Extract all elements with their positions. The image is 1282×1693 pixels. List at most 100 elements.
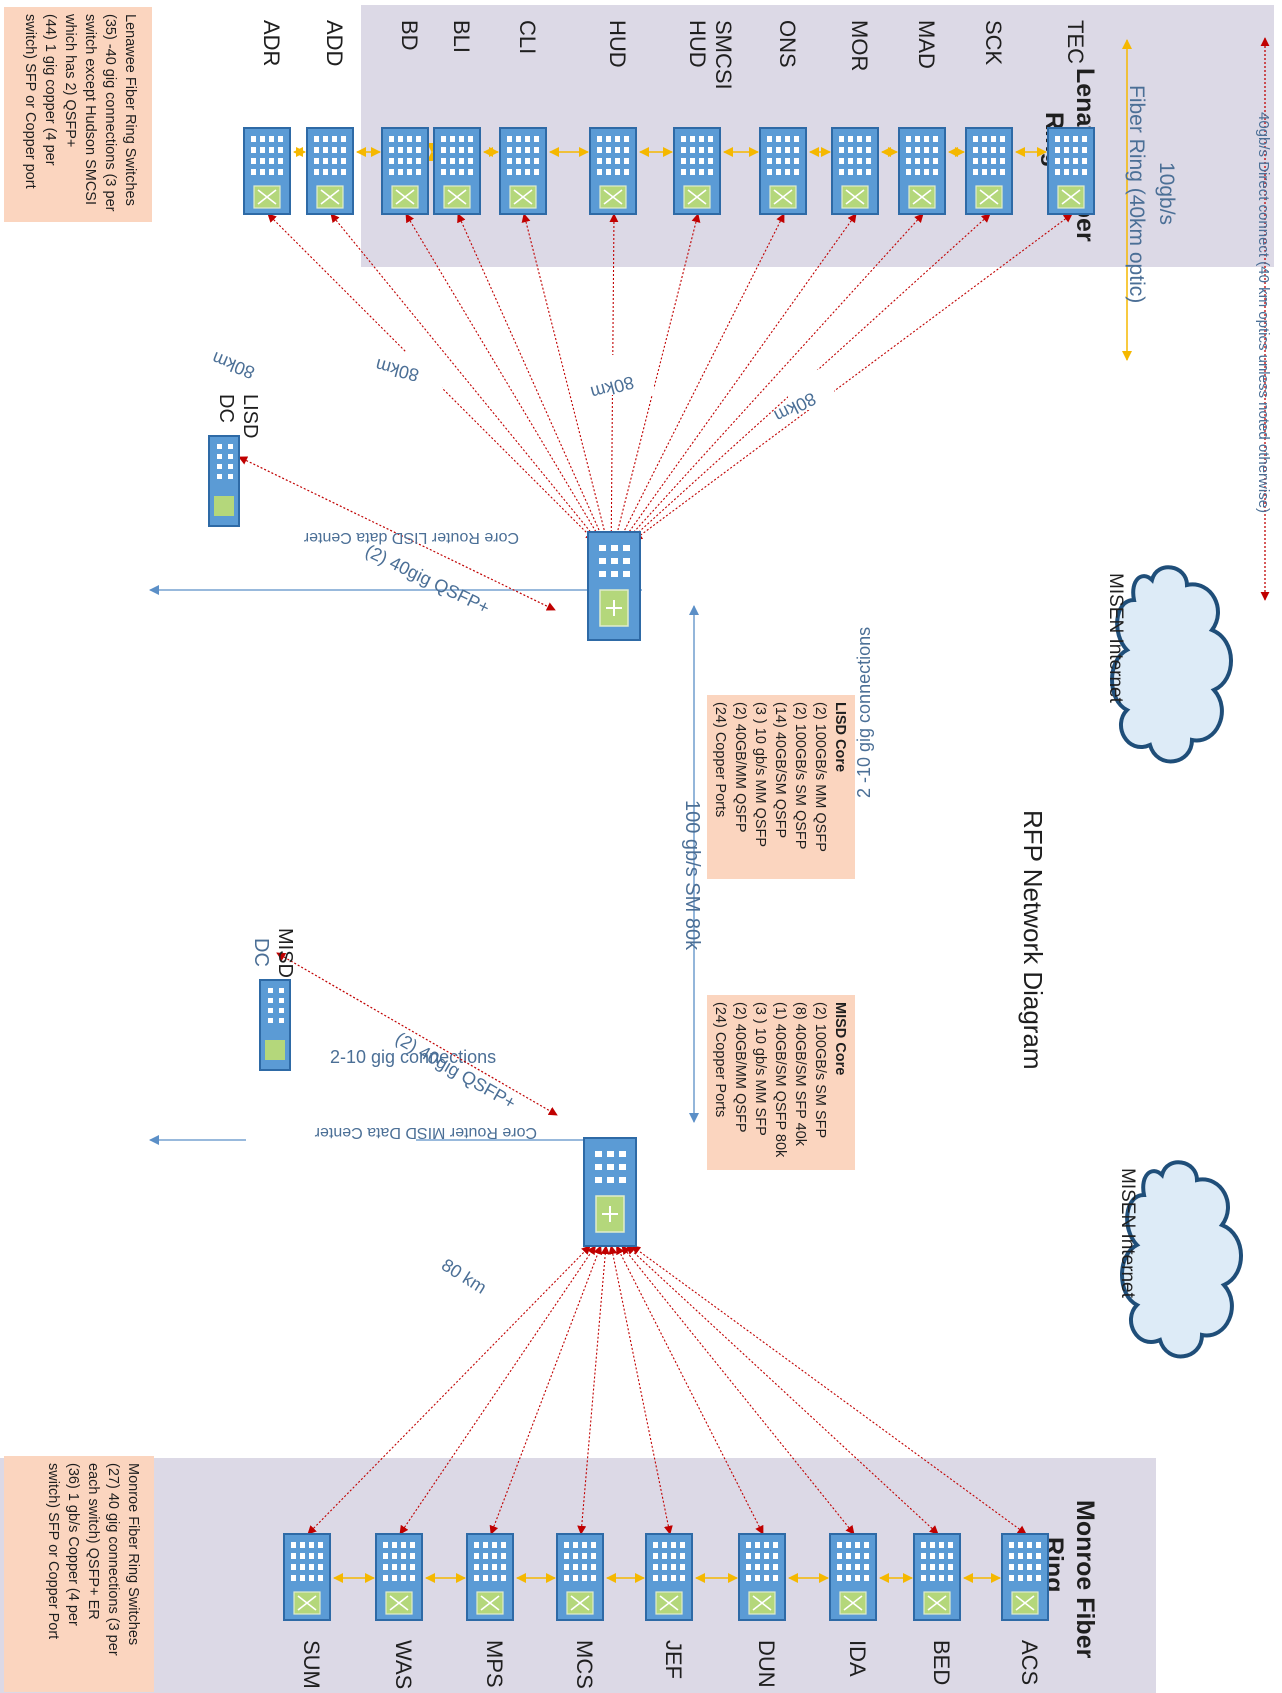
monroe-note-line: (27) 40 gig connections (3 per <box>105 1463 121 1656</box>
misd-dc-label-line: MISD <box>274 928 296 978</box>
monroe-note: Monroe Fiber Ring Switches (27) 40 gig c… <box>45 1463 141 1660</box>
monroe-switch-label: ACS <box>1017 1640 1042 1685</box>
monroe-note-line: switch) SFP or Copper Port <box>45 1463 61 1639</box>
lenawee-note-line: switch except Hudson SMCSI <box>82 14 98 205</box>
misd-core-title: MISD Core <box>832 1002 848 1075</box>
lenawee-switch <box>589 127 637 215</box>
lenawee-switch-label: ADD <box>322 20 347 66</box>
lisd-core-router-label: Core Router LISD data Center <box>303 529 519 546</box>
misd-core-spec: (24) Copper Ports <box>712 1002 728 1117</box>
monroe-direct-link <box>608 1245 673 1535</box>
lisd-core-title: LISD Core <box>832 702 848 772</box>
misd-internet-label-text: MISEN Internet <box>1117 1168 1138 1299</box>
lisd-core-spec: (24) Copper Ports <box>712 702 728 817</box>
lisd-dc-link <box>238 456 556 611</box>
lisd-core-spec: (3 ) 10 gb/s MM QSFP <box>752 702 768 847</box>
monroe-switch-label: MPS <box>482 1640 507 1688</box>
lisd-internet-label: MISEN Internet <box>1105 573 1126 704</box>
lisd-core-spec: (2) 100GB/s SM QSFP <box>792 702 808 849</box>
lisd-core-specs: LISD Core (2) 100GB/s MM QSFP (2) 100GB/… <box>712 702 848 856</box>
monroe-switch-label: JEF <box>661 1640 686 1679</box>
monroe-switch-label: WAS <box>391 1640 416 1689</box>
lenawee-link-label-bg <box>396 352 442 392</box>
lenawee-switch <box>306 127 354 215</box>
monroe-switch <box>1001 1533 1049 1621</box>
lenawee-switch-label: ONS <box>775 20 800 68</box>
lisd-core-spec: (2) 100GB/s MM QSFP <box>812 702 828 852</box>
misd-core-router <box>583 1137 637 1247</box>
misd-dc-link <box>276 952 558 1116</box>
lenawee-switch-label: CLI <box>515 20 540 54</box>
lenawee-note-line: switch) SFP or Copper port <box>22 14 38 189</box>
lenawee-switch-label: HUD <box>605 20 630 68</box>
lenawee-switch-label: BLI <box>449 20 474 53</box>
lenawee-switch-label: BD <box>397 20 422 51</box>
lisd-core-router <box>587 531 641 641</box>
misd-core-spec: (2) 100GB/s SM SFP <box>812 1002 828 1138</box>
lenawee-switch <box>898 127 946 215</box>
lenawee-switch <box>673 127 721 215</box>
lenawee-links <box>267 213 1073 541</box>
lenawee-link-label-bg <box>788 370 834 410</box>
lenawee-link-label-bg <box>608 355 654 395</box>
monroe-note-line: each switch) QSFP+ ER <box>85 1463 101 1620</box>
lenawee-direct-link <box>633 213 1073 541</box>
misd-core-specs: MISD Core (2) 100GB/s SM SFP (8) 40GB/SM… <box>712 1002 848 1161</box>
monroe-note-line: (36) 1 gb/s Copper (4 per <box>65 1463 81 1626</box>
monroe-title-line: Monroe Fiber <box>1071 1500 1099 1659</box>
misd-core-box <box>707 995 855 1170</box>
lenawee-note-line: (35) -40 gig connections (3 per <box>102 14 118 212</box>
lisd-internet-label-text: MISEN Internet <box>1105 573 1126 704</box>
misd-core-spec: (2) 40GB/MM QSFP <box>732 1002 748 1132</box>
monroe-switch-label: IDA <box>845 1640 870 1677</box>
lenawee-switch <box>759 127 807 215</box>
monroe-note-line: Monroe Fiber Ring Switches <box>125 1463 141 1645</box>
legend-ring-speed: 10gb/s <box>1155 162 1178 225</box>
misd-dc-label: MISD DC <box>250 928 296 984</box>
monroe-switch-label: DUN <box>754 1640 779 1688</box>
lisd-dc-label-line: DC <box>215 394 237 423</box>
lenawee-switch-label: MOR <box>847 20 872 71</box>
monroe-switch <box>466 1533 514 1621</box>
monroe-note-box <box>4 1456 154 1692</box>
monroe-switch <box>556 1533 604 1621</box>
backbone-link-label: 100 gb/s SM 80k <box>681 800 703 951</box>
lenawee-note-box <box>4 7 152 222</box>
monroe-switch-label: SUM <box>299 1640 324 1689</box>
misd-dc-label-line: DC <box>250 938 272 967</box>
lenawee-direct-link <box>521 213 610 541</box>
lenawee-switch <box>1047 127 1095 215</box>
lenawee-switch <box>499 127 547 215</box>
misd-internet-link-label-bg <box>246 1129 416 1151</box>
lenawee-switch-label: SCK <box>981 20 1006 66</box>
monroe-title: Monroe Fiber Ring <box>1040 1500 1099 1665</box>
lisd-dc-switch <box>208 435 240 527</box>
diagram-title: RFP Network Diagram <box>1018 810 1048 1070</box>
lisd-dc-link-label: (2) 40gig QSFP+ <box>362 541 493 618</box>
misd-dc-switch <box>259 979 291 1071</box>
lisd-core-spec: (2) 40GB/MM QSFP <box>732 702 748 832</box>
monroe-switch <box>829 1533 877 1621</box>
lisd-core-spec: (14) 40GB/SM QSFP <box>772 702 788 838</box>
legend-direct-text: 40gb/s Direct connect (40 km optics unle… <box>1255 112 1272 513</box>
lenawee-switch <box>243 127 291 215</box>
lenawee-switch-label: MAD <box>914 20 939 69</box>
port-dots <box>595 1151 626 1183</box>
monroe-direct-link <box>307 1245 591 1535</box>
lenawee-switch <box>965 127 1013 215</box>
lisd-core-box <box>707 695 855 879</box>
monroe-links <box>307 1245 1027 1535</box>
misd-internet-label: MISEN Internet <box>1117 1168 1138 1299</box>
lenawee-note-line: which has 2) QSFP+ <box>62 13 78 147</box>
misd-core-spec: (8) 40GB/SM SFP 40k <box>792 1002 808 1147</box>
lisd-internet-cloud <box>1110 565 1233 764</box>
lenawee-note: Lenawee Fiber Ring Switches (35) -40 gig… <box>22 13 138 216</box>
lenawee-switch-label: ADR <box>259 20 284 66</box>
lenawee-switch-label: TEC <box>1063 20 1088 64</box>
monroe-switch <box>645 1533 693 1621</box>
monroe-switch <box>913 1533 961 1621</box>
monroe-switch-label: BED <box>929 1640 954 1685</box>
